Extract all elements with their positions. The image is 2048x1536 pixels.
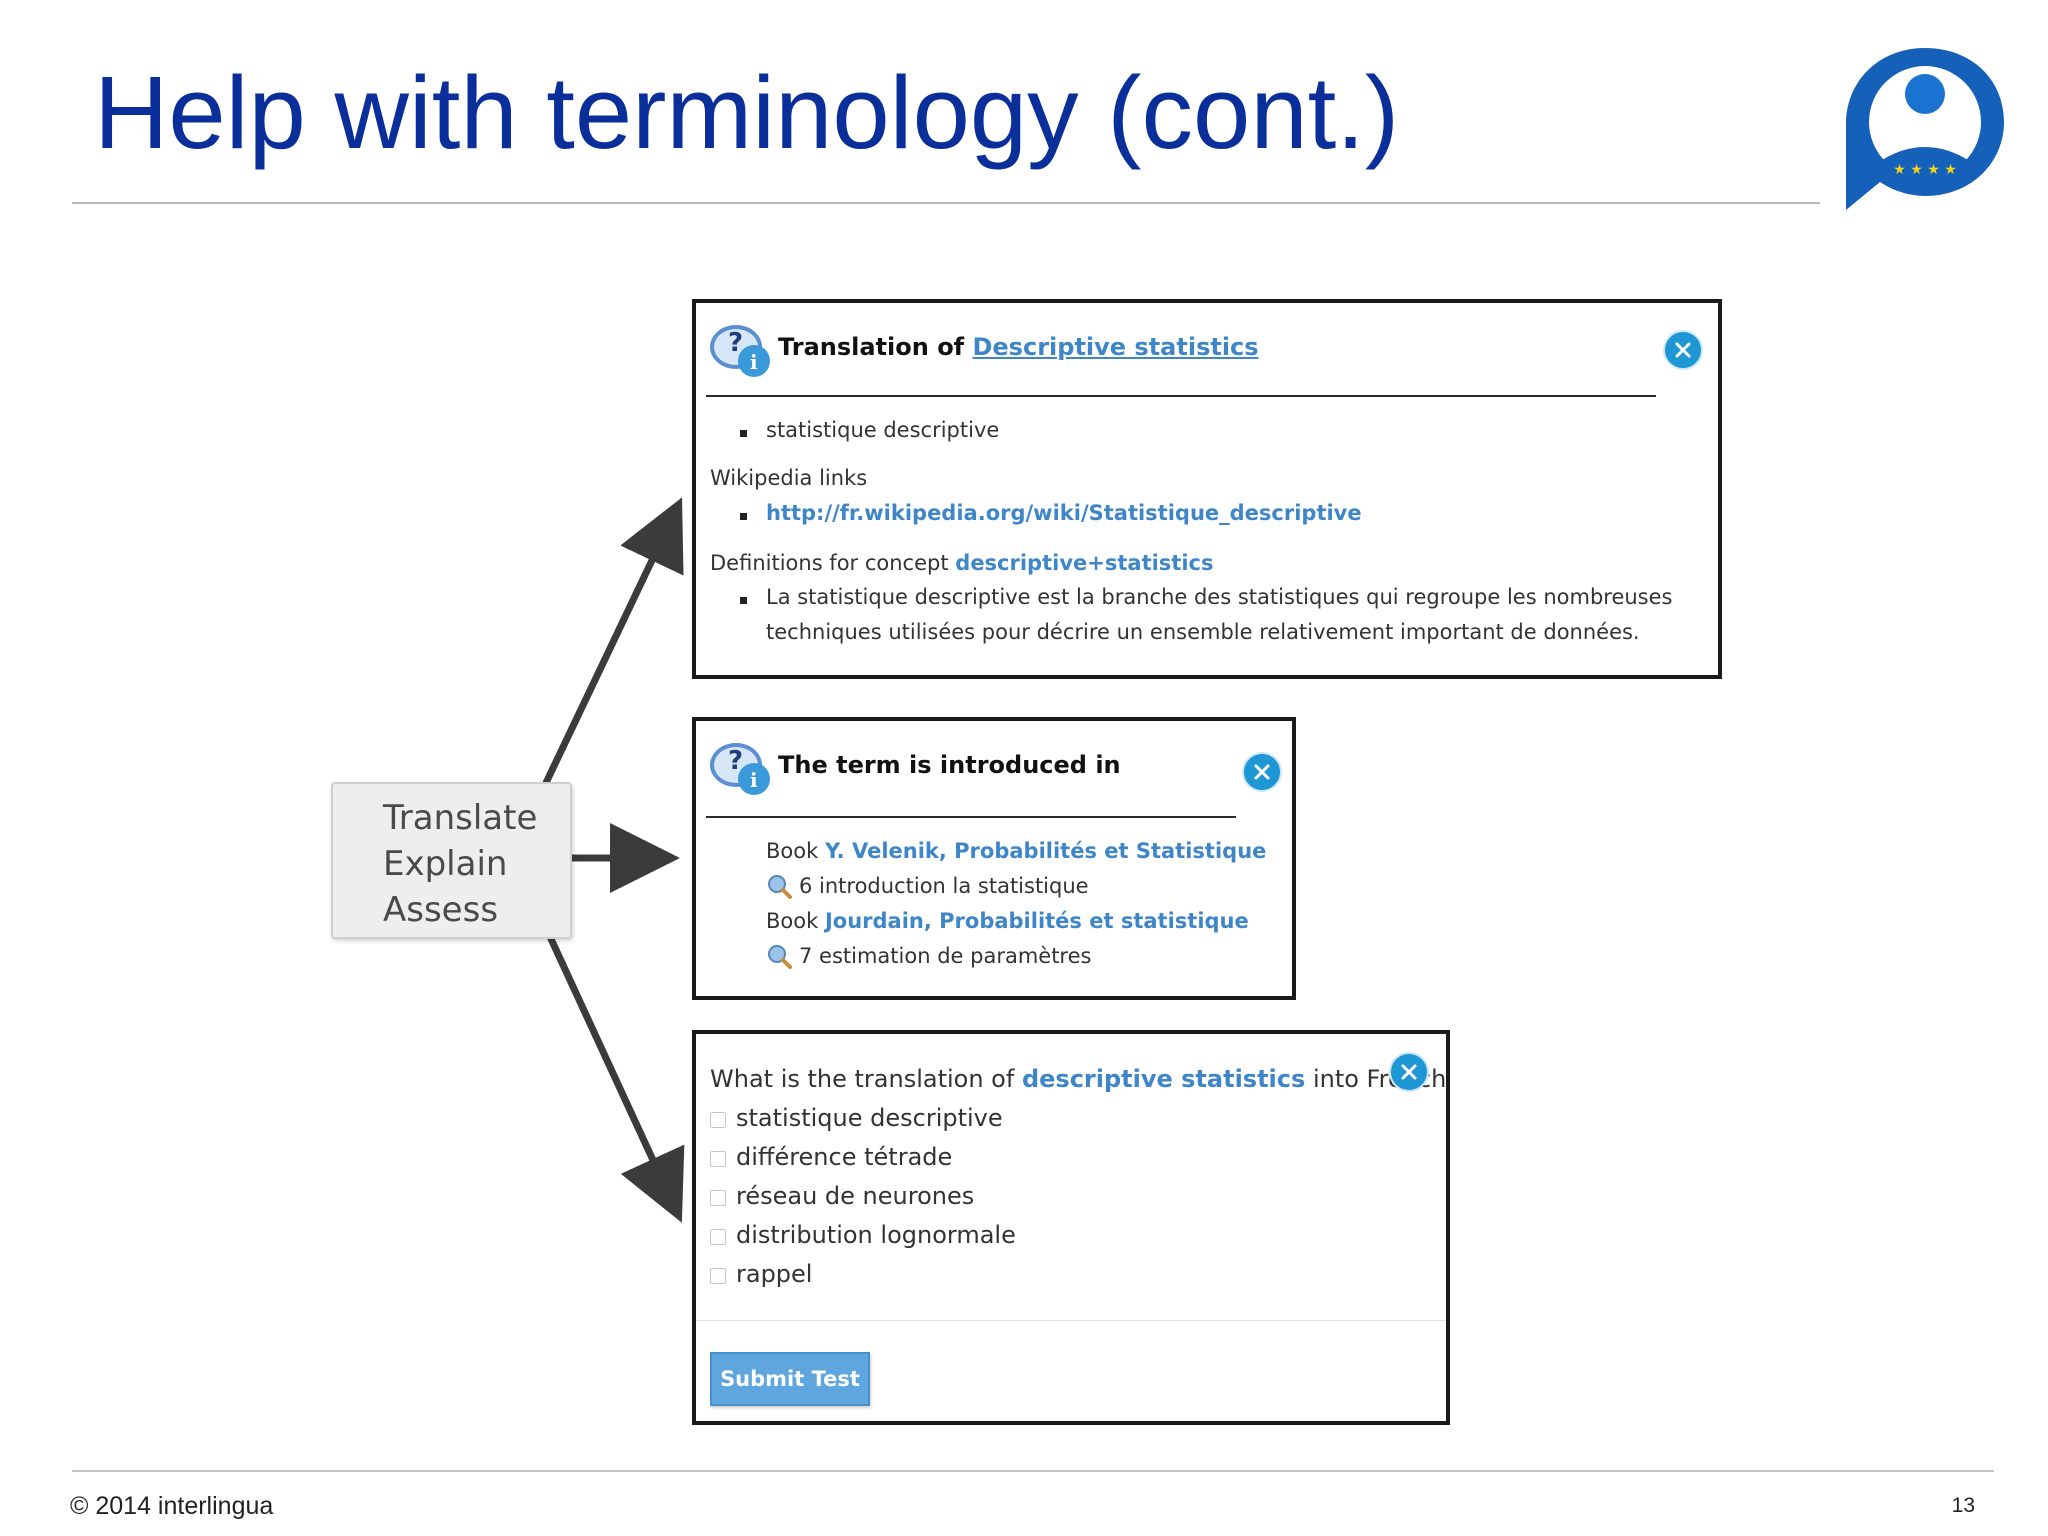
term-link[interactable]: Descriptive statistics — [972, 333, 1259, 361]
translation-panel: ? i Translation of Descriptive statistic… — [692, 299, 1722, 679]
book-entry-1: Book Y. Velenik, Probabilités et Statist… — [766, 839, 1266, 863]
slide-title: Help with terminology (cont.) — [94, 55, 1400, 170]
option-checkbox-5[interactable] — [710, 1268, 726, 1284]
header-divider — [706, 816, 1236, 818]
close-icon — [1254, 764, 1270, 780]
footer-copyright: © 2014 interlingua — [70, 1492, 274, 1520]
form-divider — [696, 1320, 1446, 1321]
magnifier-icon[interactable] — [766, 943, 792, 969]
bullet — [740, 513, 747, 520]
option-label-4: distribution lognormale — [736, 1221, 1016, 1249]
book-link[interactable]: Jourdain, Probabilités et statistique — [824, 909, 1249, 933]
close-button[interactable] — [1389, 1052, 1429, 1092]
wikipedia-heading: Wikipedia links — [710, 466, 868, 490]
help-info-icon: ? i — [710, 743, 770, 795]
question-text: What is the translation of descriptive s… — [710, 1065, 1446, 1093]
option-checkbox-3[interactable] — [710, 1190, 726, 1206]
interlingua-logo: ★ ★ ★ ★ — [1846, 48, 2004, 210]
option-label-3: réseau de neurones — [736, 1182, 975, 1210]
concept-link[interactable]: descriptive+statistics — [955, 551, 1214, 575]
action-menu: Translate Explain Assess — [331, 782, 572, 939]
definition-line-2: techniques utilisées pour décrire un ens… — [766, 620, 1640, 644]
definitions-line: Definitions for concept descriptive+stat… — [710, 551, 1214, 575]
page-number: 13 — [1951, 1494, 1975, 1517]
question-term-link[interactable]: descriptive statistics — [1021, 1065, 1306, 1093]
book-entry-2: Book Jourdain, Probabilités et statistiq… — [766, 909, 1249, 933]
close-button[interactable] — [1242, 752, 1282, 792]
book-prefix: Book — [766, 909, 819, 933]
book-prefix: Book — [766, 839, 819, 863]
footer-divider — [72, 1470, 1994, 1472]
translation-panel-title: Translation of Descriptive statistics — [778, 333, 1259, 361]
help-info-icon: ? i — [710, 325, 770, 377]
translation-panel-header: ? i Translation of Descriptive statistic… — [708, 321, 1658, 377]
close-icon — [1675, 342, 1691, 358]
bullet — [740, 597, 747, 604]
wikipedia-link[interactable]: http://fr.wikipedia.org/wiki/Statistique… — [766, 501, 1362, 525]
menu-item-translate[interactable]: Translate — [383, 798, 538, 838]
assess-panel: What is the translation of descriptive s… — [692, 1030, 1450, 1425]
option-label-5: rappel — [736, 1260, 813, 1288]
chapter-1: 6 introduction la statistique — [799, 874, 1089, 898]
menu-item-assess[interactable]: Assess — [383, 890, 499, 930]
arrow-assess — [530, 900, 685, 1223]
explain-panel-title: The term is introduced in — [778, 751, 1121, 779]
submit-test-button[interactable]: Submit Test — [710, 1352, 870, 1406]
definitions-label: Definitions for concept — [710, 551, 949, 575]
close-button[interactable] — [1663, 330, 1703, 370]
option-checkbox-2[interactable] — [710, 1151, 726, 1167]
question-prefix: What is the translation of — [710, 1065, 1015, 1093]
option-label-2: différence tétrade — [736, 1143, 953, 1171]
option-checkbox-4[interactable] — [710, 1229, 726, 1245]
definition-line-1: La statistique descriptive est la branch… — [766, 585, 1673, 609]
magnifier-icon[interactable] — [766, 873, 792, 899]
option-label-1: statistique descriptive — [736, 1104, 1003, 1132]
chapter-2: 7 estimation de paramètres — [799, 944, 1092, 968]
svg-text:?: ? — [728, 328, 743, 358]
bullet — [740, 430, 747, 437]
menu-item-explain[interactable]: Explain — [383, 844, 508, 884]
close-icon — [1401, 1064, 1417, 1080]
title-divider — [72, 202, 1820, 204]
svg-text:★ ★ ★ ★: ★ ★ ★ ★ — [1893, 162, 1957, 178]
title-prefix: Translation of — [778, 333, 965, 361]
explain-panel-header: ? i The term is introduced in — [708, 739, 1232, 795]
option-checkbox-1[interactable] — [710, 1112, 726, 1128]
svg-text:i: i — [750, 768, 758, 792]
translation-result: statistique descriptive — [766, 418, 1000, 442]
header-divider — [706, 395, 1656, 397]
explain-panel: ? i The term is introduced in Book Y. Ve… — [692, 717, 1296, 1000]
svg-text:?: ? — [728, 746, 743, 776]
book-link[interactable]: Y. Velenik, Probabilités et Statistique — [824, 839, 1267, 863]
arrow-translate — [530, 497, 684, 810]
svg-text:i: i — [750, 350, 758, 374]
